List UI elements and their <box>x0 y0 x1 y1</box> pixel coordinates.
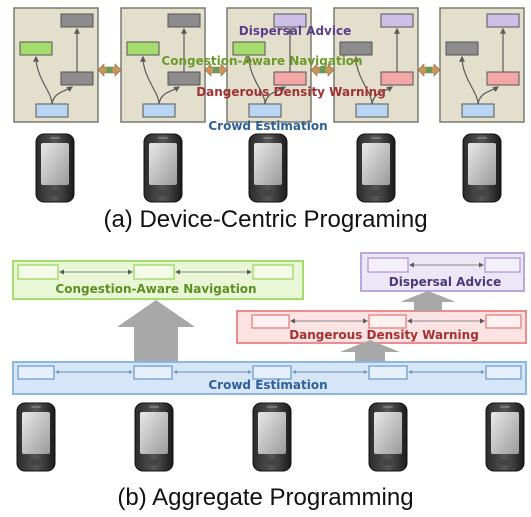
device-panel <box>13 7 99 123</box>
aggregation-arrows <box>117 291 456 362</box>
big-up-arrow-danger <box>340 340 400 362</box>
label-a-dispersal: Dispersal Advice <box>239 24 351 38</box>
device-panel <box>439 7 525 123</box>
device-link-arrow <box>97 63 122 77</box>
label-b-crowd: Crowd Estimation <box>208 378 327 392</box>
device-link-arrow <box>204 63 228 77</box>
crowd-layer: Crowd Estimation <box>12 361 527 395</box>
danger-layer: Dangerous Density Warning <box>236 310 527 344</box>
label-b-danger: Dangerous Density Warning <box>289 328 479 342</box>
label-a-crowd: Crowd Estimation <box>208 119 327 133</box>
big-up-arrow-dispersal <box>400 291 456 311</box>
device-panel <box>226 7 312 123</box>
label-b-dispersal: Dispersal Advice <box>389 275 501 289</box>
label-b-congestion: Congestion-Aware Navigation <box>55 282 256 296</box>
label-a-congestion: Congestion-Aware Navigation <box>161 54 362 68</box>
panel-link-arrows <box>97 63 441 77</box>
smartphone-icon <box>16 402 56 472</box>
label-a-danger: Dangerous Density Warning <box>196 85 386 99</box>
caption-a: (a) Device-Centric Programing <box>103 206 428 233</box>
smartphone-icon <box>485 402 525 472</box>
smartphone-icon <box>368 402 408 472</box>
device-link-arrow <box>310 63 335 77</box>
device-link-arrow <box>417 63 441 77</box>
smartphone-icon <box>134 402 174 472</box>
smartphone-icon <box>248 133 288 203</box>
smartphone-icon <box>35 133 75 203</box>
smartphone-icon <box>356 133 396 203</box>
device-panel <box>333 7 419 123</box>
caption-b: (b) Aggregate Programming <box>117 484 414 511</box>
congestion-layer: Congestion-Aware Navigation <box>12 260 304 300</box>
dispersal-layer: Dispersal Advice <box>360 252 525 292</box>
smartphone-icon <box>252 402 292 472</box>
device-panel <box>120 7 206 123</box>
smartphone-icon <box>143 133 183 203</box>
smartphone-icon <box>462 133 502 203</box>
big-up-arrow-congestion <box>117 300 195 362</box>
